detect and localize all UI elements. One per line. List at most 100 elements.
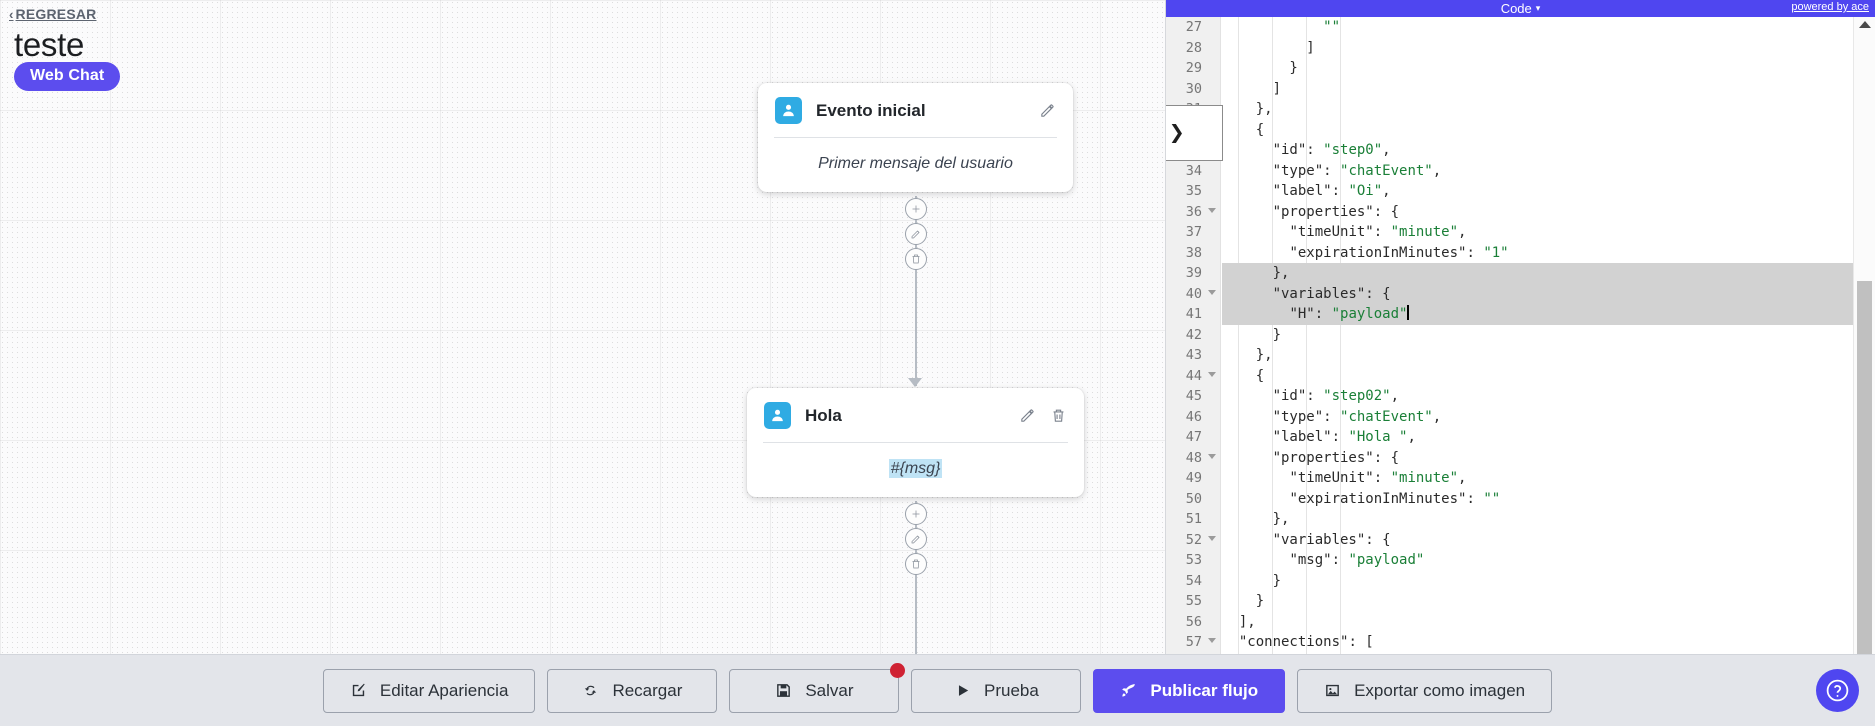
scrollbar-thumb[interactable] <box>1857 281 1872 654</box>
code-line[interactable]: "variables": { <box>1272 531 1391 548</box>
code-line[interactable]: ] <box>1222 80 1282 97</box>
export-image-button[interactable]: Exportar como imagen <box>1297 668 1553 713</box>
help-button[interactable] <box>1816 669 1859 712</box>
code-line[interactable]: "msg": "payload" <box>1289 552 1425 568</box>
code-line[interactable]: "label": "Hola ", <box>1272 429 1416 445</box>
code-line[interactable]: "id": "step02", <box>1272 388 1400 404</box>
code-line[interactable]: }, <box>1222 347 1273 363</box>
node-header: Hola <box>747 388 1084 442</box>
fold-arrow-icon[interactable] <box>1208 207 1216 213</box>
code-line[interactable]: "properties": { <box>1272 203 1400 220</box>
edge-tools-1 <box>905 198 927 270</box>
line-number: 50 <box>1185 490 1202 507</box>
code-line[interactable]: "type": "chatEvent", <box>1272 408 1442 425</box>
node-body: Primer mensaje del usuario <box>818 155 1013 172</box>
flow-canvas[interactable]: ‹ REGRESAR teste Web Chat Evento inicial… <box>0 0 1165 654</box>
node-body: #{msg} <box>747 443 1084 497</box>
delete-icon[interactable] <box>1050 407 1067 424</box>
edit-icon[interactable] <box>1019 407 1036 424</box>
add-icon[interactable] <box>905 503 927 525</box>
flow-node-evento-inicial[interactable]: Evento inicial Primer mensaje del usuari… <box>758 83 1073 192</box>
edit-appearance-button[interactable]: Editar Apariencia <box>322 668 536 713</box>
line-number: 37 <box>1185 224 1202 240</box>
edit-icon[interactable] <box>905 528 927 550</box>
powered-by-ace-link[interactable]: powered by ace <box>1791 1 1869 13</box>
save-button[interactable]: Salvar <box>729 662 906 713</box>
fold-arrow-icon[interactable] <box>1208 371 1216 377</box>
button-label: Salvar <box>805 680 854 700</box>
flow-node-hola[interactable]: Hola #{msg} <box>747 388 1084 497</box>
line-number: 35 <box>1185 183 1202 199</box>
button-label: Prueba <box>983 680 1039 700</box>
line-number: 48 <box>1166 448 1220 469</box>
code-line[interactable]: { <box>1222 121 1265 138</box>
code-line[interactable]: }, <box>1222 263 1853 284</box>
fold-arrow-icon[interactable] <box>1208 453 1216 459</box>
delete-icon[interactable] <box>905 248 927 270</box>
code-content[interactable]: "" ] } ] }, { "id": "step0", "type": "ch… <box>1222 17 1853 654</box>
line-number: 27 <box>1185 19 1202 35</box>
code-line[interactable]: "timeUnit": "minute", <box>1289 224 1467 240</box>
refresh-icon <box>585 685 597 696</box>
line-number: 51 <box>1185 511 1202 527</box>
code-line[interactable]: "connections": [ <box>1238 634 1374 650</box>
code-line[interactable]: }, <box>1222 101 1273 117</box>
node-actions <box>1039 102 1056 119</box>
fold-arrow-icon[interactable] <box>1208 289 1216 295</box>
code-line[interactable]: } <box>1222 593 1265 609</box>
code-line[interactable]: ], <box>1222 613 1256 630</box>
code-fold-widget[interactable]: ❯ <box>1166 105 1223 161</box>
line-number: 29 <box>1185 60 1202 76</box>
code-line[interactable]: "expirationInMinutes": "" <box>1289 490 1501 507</box>
delete-icon[interactable] <box>905 553 927 575</box>
code-line[interactable]: "variables": { <box>1222 283 1853 304</box>
button-label: Recargar <box>612 680 683 700</box>
editor-scrollbar[interactable] <box>1853 17 1875 654</box>
code-line[interactable]: } <box>1222 572 1282 589</box>
edge-node2-down <box>915 501 917 654</box>
fold-arrow-icon[interactable] <box>1208 535 1216 541</box>
code-editor-panel[interactable]: Code ▾ powered by ace 272829303132333435… <box>1165 0 1875 654</box>
button-label: Publicar flujo <box>1150 680 1259 700</box>
button-label: Exportar como imagen <box>1354 680 1526 700</box>
code-line[interactable]: "expirationInMinutes": "1" <box>1289 244 1509 261</box>
back-link[interactable]: ‹ REGRESAR <box>9 6 96 22</box>
reload-button[interactable]: Recargar <box>547 668 718 713</box>
code-line[interactable]: "properties": { <box>1272 449 1400 466</box>
code-line[interactable]: "H": "payload" <box>1222 304 1853 325</box>
publish-flow-button[interactable]: Publicar flujo <box>1093 668 1286 713</box>
scroll-up-icon[interactable] <box>1854 21 1875 28</box>
line-number: 41 <box>1185 306 1202 322</box>
user-icon <box>764 402 791 429</box>
code-line[interactable]: "type": "chatEvent", <box>1272 162 1442 179</box>
bottom-toolbar: Editar Apariencia Recargar Salvar Prueba… <box>0 654 1875 726</box>
node-header: Evento inicial <box>758 83 1073 137</box>
line-number: 47 <box>1185 429 1202 445</box>
image-icon <box>1326 684 1339 697</box>
fold-arrow-icon[interactable] <box>1208 638 1216 643</box>
chevron-right-icon: ❯ <box>1169 118 1185 148</box>
code-line[interactable]: ] <box>1222 39 1315 56</box>
test-button[interactable]: Prueba <box>911 668 1082 713</box>
code-line[interactable]: { <box>1222 367 1265 384</box>
code-line[interactable]: "label": "Oi", <box>1272 183 1391 199</box>
line-number: 45 <box>1185 388 1202 404</box>
code-line[interactable]: "id": "step0", <box>1272 142 1391 158</box>
code-line[interactable]: "" <box>1323 19 1341 35</box>
add-icon[interactable] <box>905 198 927 220</box>
user-icon <box>775 97 802 124</box>
code-editor[interactable]: 2728293031323334353637383940414243444546… <box>1166 17 1875 654</box>
channel-badge: Web Chat <box>14 62 121 91</box>
code-line[interactable]: }, <box>1222 511 1290 527</box>
edit-icon[interactable] <box>1039 102 1056 119</box>
back-link-label: REGRESAR <box>15 6 97 22</box>
line-number: 28 <box>1185 39 1202 56</box>
code-line[interactable]: } <box>1222 60 1298 76</box>
code-line[interactable]: } <box>1222 326 1282 343</box>
line-number: 54 <box>1185 572 1202 589</box>
line-number: 53 <box>1185 552 1202 568</box>
code-line[interactable]: "timeUnit": "minute", <box>1289 470 1467 486</box>
code-panel-title-group[interactable]: Code ▾ <box>1501 1 1541 16</box>
line-number: 44 <box>1166 366 1220 387</box>
edit-icon[interactable] <box>905 223 927 245</box>
